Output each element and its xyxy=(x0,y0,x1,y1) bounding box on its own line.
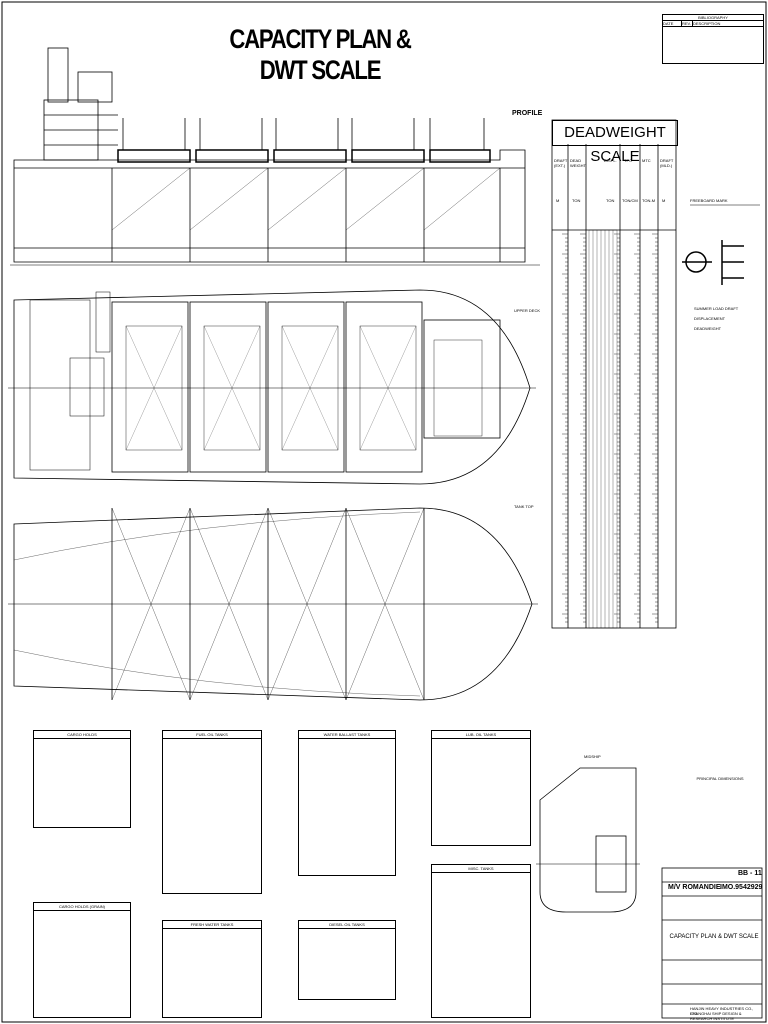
table-cargo-holds-grain: CARGO HOLDS (GRAIN) xyxy=(33,902,131,1018)
bib-col-rev: REV. xyxy=(682,21,693,26)
midship-label: MIDSHIP xyxy=(584,754,601,759)
bib-col-date: DATE xyxy=(663,21,682,26)
title-block-drawing-title: CAPACITY PLAN & DWT SCALE xyxy=(669,934,759,940)
dws-col-deadweight: DEAD WEIGHT xyxy=(570,158,586,168)
freeboard-deadweight: DEADWEIGHT xyxy=(694,326,722,331)
dws-col-draft-ext: DRAFT (EXT.) xyxy=(554,158,568,168)
dws-unit-m-mld: M xyxy=(662,198,666,203)
upper-deck-label: UPPER DECK xyxy=(514,308,541,313)
table-title: WATER BALLAST TANKS xyxy=(299,731,395,739)
dws-unit-tpc: TON/CM xyxy=(622,198,638,203)
principal-dimensions-title: PRINCIPAL DIMENSIONS xyxy=(696,776,744,781)
dws-col-tpc: TPC xyxy=(624,158,632,163)
dws-unit-m: M xyxy=(556,198,560,203)
dws-unit-mtc: TON-M xyxy=(642,198,656,203)
freeboard-summer: SUMMER LOAD DRAFT xyxy=(694,306,739,311)
table-cargo-holds: CARGO HOLDS xyxy=(33,730,131,828)
tank-top-plan xyxy=(8,507,538,701)
bib-col-desc: DESCRIPTION xyxy=(693,21,721,26)
upper-deck-plan xyxy=(8,289,536,485)
dws-col-displ: DISPL. xyxy=(604,158,617,163)
bibliography-heading: BIBLIOGRAPHY xyxy=(663,15,763,21)
table-title: MISC. TANKS xyxy=(432,865,530,873)
table-water-ballast: WATER BALLAST TANKS xyxy=(298,730,396,876)
profile-view xyxy=(10,47,540,266)
builder-sub: SHANGHAI SHIP DESIGN & RESEARCH INSTITUT… xyxy=(690,1011,742,1021)
table-diesel-oil: DIESEL OIL TANKS xyxy=(298,920,396,1000)
table-title: FUEL OIL TANKS xyxy=(163,731,261,739)
imo-number: IMO.9542929 xyxy=(720,884,763,891)
dws-unit-ton: TON xyxy=(572,198,581,203)
table-lub-oil: LUB. OIL TANKS xyxy=(431,730,531,846)
table-misc-tanks: MISC. TANKS xyxy=(431,864,531,1018)
table-title: CARGO HOLDS xyxy=(34,731,130,739)
dws-col-draft-mld: DRAFT (MLD.) xyxy=(660,158,674,168)
table-title: DIESEL OIL TANKS xyxy=(299,921,395,929)
table-fuel-oil: FUEL OIL TANKS xyxy=(162,730,262,894)
table-title: LUB. OIL TANKS xyxy=(432,731,530,739)
dws-unit-ton-displ: TON xyxy=(606,198,615,203)
freeboard-mark xyxy=(682,204,760,285)
drawing-title: CAPACITY PLAN & DWT SCALE xyxy=(229,24,411,85)
freeboard-rule-label: FREEBOARD MARK xyxy=(690,198,728,203)
builder-name: HANJIN HEAVY INDUSTRIES CO., LTD. xyxy=(690,1006,754,1016)
ship-name: M/V ROMANDIE xyxy=(668,884,721,891)
table-title: CARGO HOLDS (GRAIN) xyxy=(34,903,130,911)
midship-section xyxy=(536,767,640,913)
title-block-frame xyxy=(661,867,763,1019)
deadweight-scale-title: DEADWEIGHT SCALE xyxy=(552,120,678,165)
tank-top-label: TANK TOP xyxy=(514,504,534,509)
dws-col-mtc: MTC xyxy=(642,158,651,163)
table-fresh-water: FRESH WATER TANKS xyxy=(162,920,262,1018)
freeboard-displacement: DISPLACEMENT xyxy=(694,316,726,321)
table-title: FRESH WATER TANKS xyxy=(163,921,261,929)
drawing-number: BB - 11 xyxy=(738,870,762,877)
profile-label: PROFILE xyxy=(512,110,543,117)
bibliography-box: BIBLIOGRAPHY DATE REV. DESCRIPTION xyxy=(662,14,764,64)
